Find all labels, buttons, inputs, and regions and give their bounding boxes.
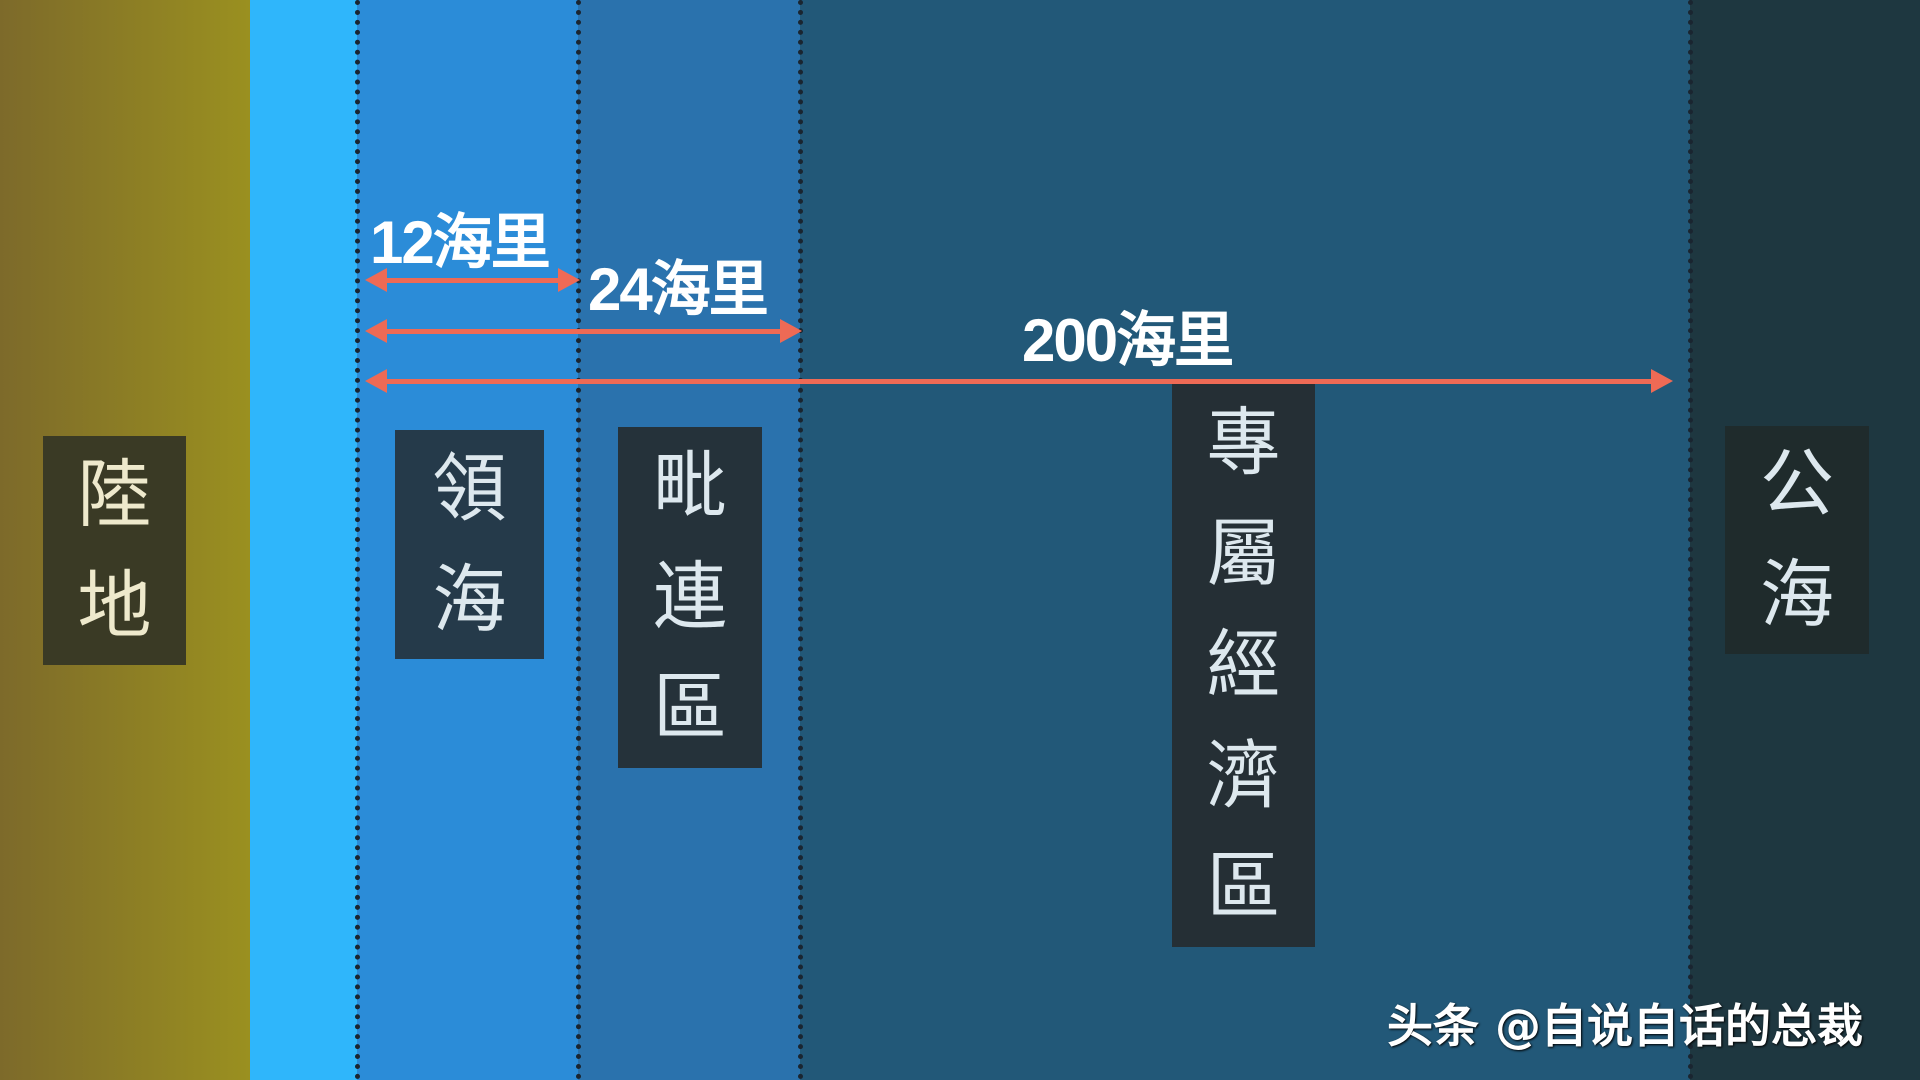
distance-label-12: 12海里 [370, 209, 551, 276]
land-label: 陸 地 [43, 436, 186, 665]
200nm-divider [1688, 0, 1693, 1080]
label-char: 地 [77, 562, 152, 649]
coastal-waters-zone [250, 0, 357, 1080]
label-char: 毗 [653, 443, 727, 529]
24nm-divider [798, 0, 803, 1080]
label-char: 海 [432, 556, 507, 643]
arrow-200nm [365, 369, 1673, 393]
label-char: 區 [653, 665, 727, 751]
territorial-sea-label: 領 海 [395, 430, 544, 659]
eez-label: 專 屬 經 濟 區 [1172, 384, 1315, 947]
arrow-12nm [365, 268, 580, 292]
label-char: 經 [1206, 622, 1281, 708]
12nm-divider [576, 0, 581, 1080]
distance-label-200: 200海里 [1022, 307, 1234, 374]
high-seas-label: 公 海 [1725, 426, 1869, 654]
label-char: 濟 [1206, 733, 1281, 819]
baseline-divider [355, 0, 360, 1080]
label-char: 領 [432, 445, 507, 532]
label-char: 陸 [77, 451, 152, 538]
distance-label-24: 24海里 [588, 256, 769, 323]
label-char: 公 [1760, 441, 1834, 527]
label-char: 連 [653, 554, 727, 640]
label-char: 屬 [1206, 511, 1281, 597]
label-char: 海 [1760, 552, 1834, 638]
watermark: 头条 @自说自话的总裁 [1387, 999, 1864, 1053]
label-char: 區 [1206, 844, 1281, 930]
arrow-24nm [365, 319, 802, 343]
contiguous-zone-label: 毗 連 區 [618, 427, 762, 768]
label-char: 專 [1206, 400, 1281, 486]
